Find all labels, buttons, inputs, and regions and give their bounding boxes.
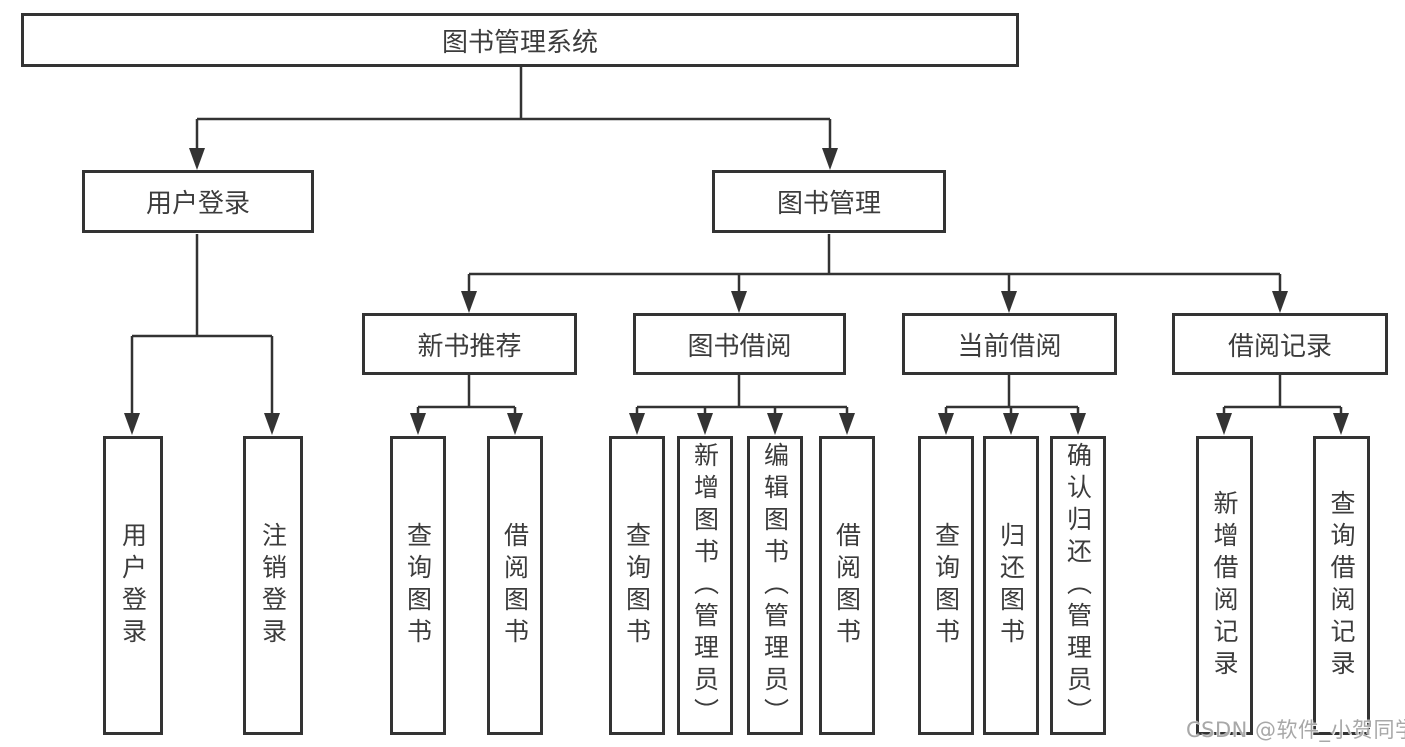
- node-user-login-label: 用户登录: [145, 189, 250, 219]
- leaf-edit-books-admin: 编辑图书（管理员）: [747, 436, 803, 735]
- leaf-query-borrow-record: 查询借阅记录: [1313, 436, 1370, 735]
- leaf-borrow-books-recommend-label: 借阅图书: [500, 521, 530, 650]
- node-borrowing-records: 借阅记录: [1172, 313, 1388, 375]
- node-borrowing-records-label: 借阅记录: [1227, 331, 1332, 362]
- leaf-return-books-label: 归还图书: [996, 521, 1026, 650]
- leaf-add-books-admin-label: 新增图书（管理员）: [690, 441, 720, 730]
- arrowheads: [124, 148, 1349, 435]
- csdn-watermark: CSDN @软件_小贺同学: [1186, 718, 1405, 742]
- leaf-query-borrow-record-label: 查询借阅记录: [1327, 489, 1356, 682]
- node-current-borrowing: 当前借阅: [902, 313, 1117, 375]
- node-book-management: 图书管理: [712, 170, 946, 233]
- leaf-user-login: 用户登录: [103, 436, 163, 735]
- leaf-borrow-books-borrowing: 借阅图书: [819, 436, 875, 735]
- leaf-confirm-return-admin: 确认归还（管理员）: [1050, 436, 1106, 735]
- leaf-query-books-recommend: 查询图书: [390, 436, 446, 735]
- node-current-borrowing-label: 当前借阅: [957, 331, 1062, 362]
- leaf-add-borrow-record: 新增借阅记录: [1196, 436, 1253, 735]
- leaf-edit-books-admin-label: 编辑图书（管理员）: [760, 441, 790, 730]
- node-library-system: 图书管理系统: [21, 13, 1019, 67]
- leaf-return-books: 归还图书: [983, 436, 1039, 735]
- leaf-query-books-borrowing: 查询图书: [609, 436, 665, 735]
- node-book-borrowing-label: 图书借阅: [687, 331, 792, 362]
- leaf-logout-label: 注销登录: [258, 521, 288, 650]
- leaf-query-books-borrowing-label: 查询图书: [622, 521, 652, 650]
- node-new-book-recommend: 新书推荐: [362, 313, 577, 375]
- leaf-query-books-current: 查询图书: [918, 436, 974, 735]
- node-library-system-label: 图书管理系统: [441, 27, 598, 58]
- leaf-add-books-admin: 新增图书（管理员）: [677, 436, 733, 735]
- node-book-management-label: 图书管理: [776, 189, 881, 219]
- leaf-borrow-books-borrowing-label: 借阅图书: [832, 521, 862, 650]
- leaf-logout: 注销登录: [243, 436, 303, 735]
- leaf-confirm-return-admin-label: 确认归还（管理员）: [1063, 441, 1093, 730]
- leaf-user-login-label: 用户登录: [118, 521, 148, 650]
- node-book-borrowing: 图书借阅: [633, 313, 846, 375]
- leaf-borrow-books-recommend: 借阅图书: [487, 436, 543, 735]
- leaf-query-books-recommend-label: 查询图书: [403, 521, 433, 650]
- leaf-query-books-current-label: 查询图书: [931, 521, 961, 650]
- node-new-book-recommend-label: 新书推荐: [417, 331, 522, 362]
- leaf-add-borrow-record-label: 新增借阅记录: [1210, 489, 1239, 682]
- node-user-login: 用户登录: [82, 170, 314, 233]
